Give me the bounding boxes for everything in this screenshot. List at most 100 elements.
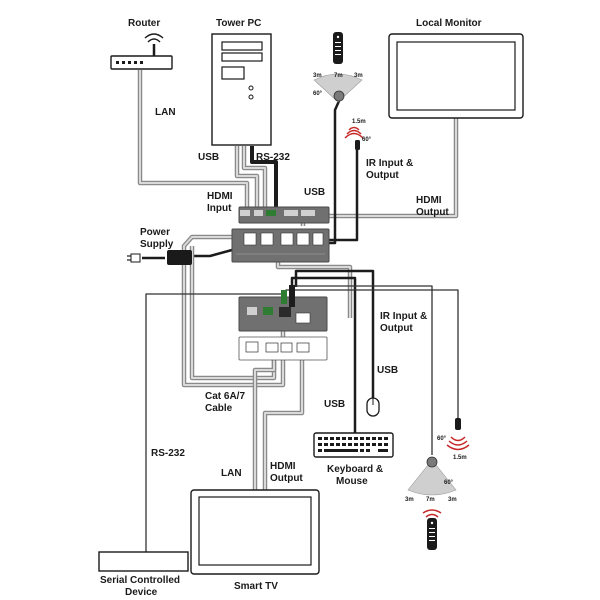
keyboard-label-line2: Mouse	[336, 476, 368, 487]
rx-hdmi-out-port	[296, 342, 310, 353]
ir-label-top-line2: Output	[366, 170, 399, 181]
emitter-angle: 60°	[362, 137, 372, 143]
hdmi-output-label-top-line2: Output	[416, 207, 449, 218]
tower-pc-label: Tower PC	[216, 18, 261, 29]
tx-rs232-port	[266, 210, 276, 216]
emitter-distance-bottom: 1.5m	[453, 455, 467, 461]
remote-control-icon	[333, 32, 343, 64]
rx-hdbaset-port	[245, 341, 259, 353]
rx-usb-port	[279, 307, 291, 317]
tx-dc-port	[243, 232, 257, 246]
transmitter-unit	[231, 206, 330, 263]
router-device	[110, 33, 173, 70]
hdmi-input-label-line1: HDMI	[207, 191, 233, 202]
cat6-label-line2: Cable	[205, 403, 233, 414]
ir-emitter-top: 1.5m 60°	[344, 119, 372, 150]
ir-signal-icon-bottom	[450, 436, 466, 442]
serial-device-label-line2: Device	[125, 587, 158, 598]
hdmi-output-label-bottom-line1: HDMI	[270, 461, 296, 472]
ir-reception-fan	[313, 73, 363, 103]
ir-receiver-eye-icon	[333, 90, 345, 102]
rs232-label-pc: RS-232	[256, 152, 290, 163]
rx-usb-plug	[289, 285, 295, 307]
ir-label-top-line1: IR Input &	[366, 158, 413, 169]
rx-rs232-plug	[281, 290, 287, 304]
lan-label-top: LAN	[155, 107, 176, 118]
emitter-distance: 1.5m	[352, 119, 366, 125]
power-cable	[192, 248, 233, 258]
rx-rs232-port	[263, 307, 273, 315]
ir-signal-icon	[348, 126, 360, 131]
smart-tv-label: Smart TV	[234, 581, 278, 592]
cat6-label-line1: Cat 6A/7	[205, 391, 245, 402]
power-label-line1: Power	[140, 227, 170, 238]
rs232-cable-pc	[250, 146, 278, 207]
ir-label-bottom-line2: Output	[380, 323, 413, 334]
wifi-signal-icon	[147, 38, 161, 43]
router-label: Router	[128, 18, 160, 29]
serial-device-box	[98, 551, 189, 572]
keyboard-device	[313, 432, 394, 458]
rs232-label-left: RS-232	[151, 448, 185, 459]
rx-ir-port	[295, 312, 311, 324]
tv-screen	[198, 496, 312, 566]
remote-control-icon-bottom	[427, 518, 437, 550]
tx-ir-port	[296, 232, 310, 246]
power-supply	[127, 250, 192, 265]
rx-lan-out-port	[265, 342, 279, 353]
receiver-unit	[238, 285, 328, 361]
usb-label-rx: USB	[377, 365, 398, 376]
emitter-angle-bottom: 60°	[437, 436, 447, 442]
ir-range-center: 7m	[334, 73, 343, 79]
ir-range-left-bottom: 3m	[405, 497, 414, 503]
monitor-screen	[396, 41, 516, 111]
ir-emitter-bottom: 60° 1.5m	[437, 418, 470, 461]
ir-label-bottom-line1: IR Input &	[380, 311, 427, 322]
ir-receiver-eye-icon-bottom	[426, 456, 438, 468]
ir-angle-bottom: 60°	[444, 480, 454, 486]
power-plug-icon	[130, 253, 141, 263]
ir-range-right-bottom: 3m	[448, 497, 457, 503]
usb-label-pc: USB	[198, 152, 219, 163]
keyboard-label-line1: Keyboard &	[327, 464, 383, 475]
cable-labels: LAN USB RS-232 USB HDMI Input HDMI Outpu…	[151, 107, 449, 484]
keyboard-keys	[318, 437, 388, 452]
ir-remote-signal-icon	[422, 509, 442, 514]
usb-label-keyboard: USB	[324, 399, 345, 410]
ir-range-center-bottom: 7m	[426, 497, 435, 503]
hdmi-output-label-bottom-line2: Output	[270, 473, 303, 484]
usb-label-mid: USB	[304, 187, 325, 198]
lan-label-bottom: LAN	[221, 468, 242, 479]
pc-drive-bay	[221, 41, 263, 51]
pc-case	[211, 33, 272, 146]
rx-lan-port	[247, 307, 257, 315]
mouse-device	[366, 397, 380, 417]
usb-keyboard-cable	[290, 276, 357, 433]
ir-reception-fan-bottom	[407, 459, 457, 496]
ir-range-right: 3m	[354, 73, 363, 79]
pc-power-button	[248, 85, 254, 91]
local-monitor-device	[388, 33, 524, 119]
power-adapter-brick	[167, 250, 192, 265]
hdmi-output-label-top-line1: HDMI	[416, 195, 442, 206]
tx-hdmi-in-port	[284, 210, 298, 216]
ir-emitter-probe-bottom	[455, 418, 461, 430]
cables	[137, 70, 459, 552]
local-monitor-label: Local Monitor	[416, 18, 482, 29]
ir-emitter-probe	[355, 140, 360, 150]
ir-range-left: 3m	[313, 73, 322, 79]
smart-tv-device	[190, 489, 320, 575]
serial-device-label-line1: Serial Controlled	[100, 575, 180, 586]
tx-hdmi-out-port	[301, 210, 315, 216]
ir-angle: 60°	[313, 91, 323, 97]
power-label-line2: Supply	[140, 239, 174, 250]
tx-hdbaset-port	[280, 232, 294, 246]
ir-receiver-top: 3m 7m 3m 60°	[313, 32, 363, 103]
tx-lan-port	[240, 210, 250, 216]
router-ports	[116, 61, 143, 64]
ir-emitter-cable-top	[318, 150, 359, 242]
tx-usb-port	[254, 210, 263, 216]
hdmi-input-label-line2: Input	[207, 203, 232, 214]
